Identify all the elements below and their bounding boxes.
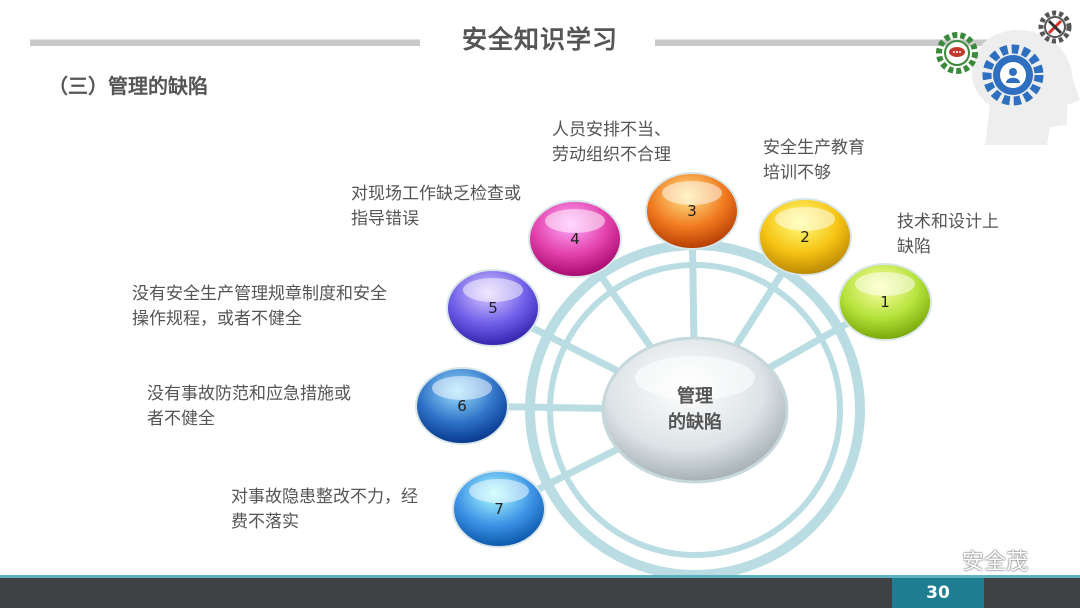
node-5: 5 bbox=[446, 269, 540, 347]
node-6-highlight bbox=[432, 376, 492, 400]
center-label-line-1: 管理 bbox=[677, 386, 713, 407]
wechat-icon bbox=[919, 550, 957, 575]
node-3: 3 bbox=[645, 172, 739, 250]
node-4-highlight bbox=[545, 209, 605, 233]
title-rule-left bbox=[30, 39, 420, 46]
center-node bbox=[601, 336, 789, 484]
node-7-highlight bbox=[469, 479, 529, 503]
node-4-number: 4 bbox=[570, 230, 580, 248]
node-2-number: 2 bbox=[800, 228, 810, 246]
node-7: 7 bbox=[452, 470, 546, 548]
center-label-line-2: 的缺陷 bbox=[668, 412, 722, 433]
node-2: 2 bbox=[758, 198, 852, 276]
center-label: 管理 的缺陷 bbox=[630, 384, 760, 436]
item-label-1: 技术和设计上缺陷 bbox=[897, 212, 999, 257]
inner-ring bbox=[547, 262, 843, 558]
node-5-highlight bbox=[463, 278, 523, 302]
node-1-number: 1 bbox=[880, 293, 890, 311]
title-rule-right bbox=[655, 39, 1025, 46]
node-7-number: 7 bbox=[494, 500, 504, 518]
chat-gear-icon bbox=[936, 32, 978, 74]
person-gear-icon bbox=[982, 44, 1044, 106]
item-label-7: 对事故隐患整改不力，经费不落实 bbox=[231, 487, 418, 532]
item-label-4: 对现场工作缺乏检查或指导错误 bbox=[351, 184, 521, 229]
item-label-6: 没有事故防范和应急措施或者不健全 bbox=[147, 384, 351, 429]
footer-accent-line bbox=[0, 575, 1080, 578]
node-6: 6 bbox=[415, 367, 509, 445]
section-title: （三）管理的缺陷 bbox=[48, 74, 208, 98]
node-1: 1 bbox=[838, 263, 932, 341]
item-label-2: 安全生产教育培训不够 bbox=[763, 138, 865, 183]
item-label-3: 人员安排不当、劳动组织不合理 bbox=[552, 120, 671, 165]
tools-gear-icon bbox=[1038, 10, 1072, 44]
node-1-highlight bbox=[855, 272, 915, 296]
node-5-number: 5 bbox=[488, 299, 498, 317]
watermark-text: 安全茂 bbox=[962, 550, 1029, 575]
node-3-number: 3 bbox=[687, 202, 697, 220]
item-label-5: 没有安全生产管理规章制度和安全操作规程，或者不健全 bbox=[132, 284, 387, 329]
node-6-number: 6 bbox=[457, 397, 467, 415]
node-2-highlight bbox=[775, 207, 835, 231]
page-number: 30 bbox=[892, 578, 984, 608]
header-decoration bbox=[936, 10, 1080, 146]
node-4: 4 bbox=[528, 200, 622, 278]
page-title: 安全知识学习 bbox=[461, 25, 618, 54]
node-3-highlight bbox=[662, 181, 722, 205]
